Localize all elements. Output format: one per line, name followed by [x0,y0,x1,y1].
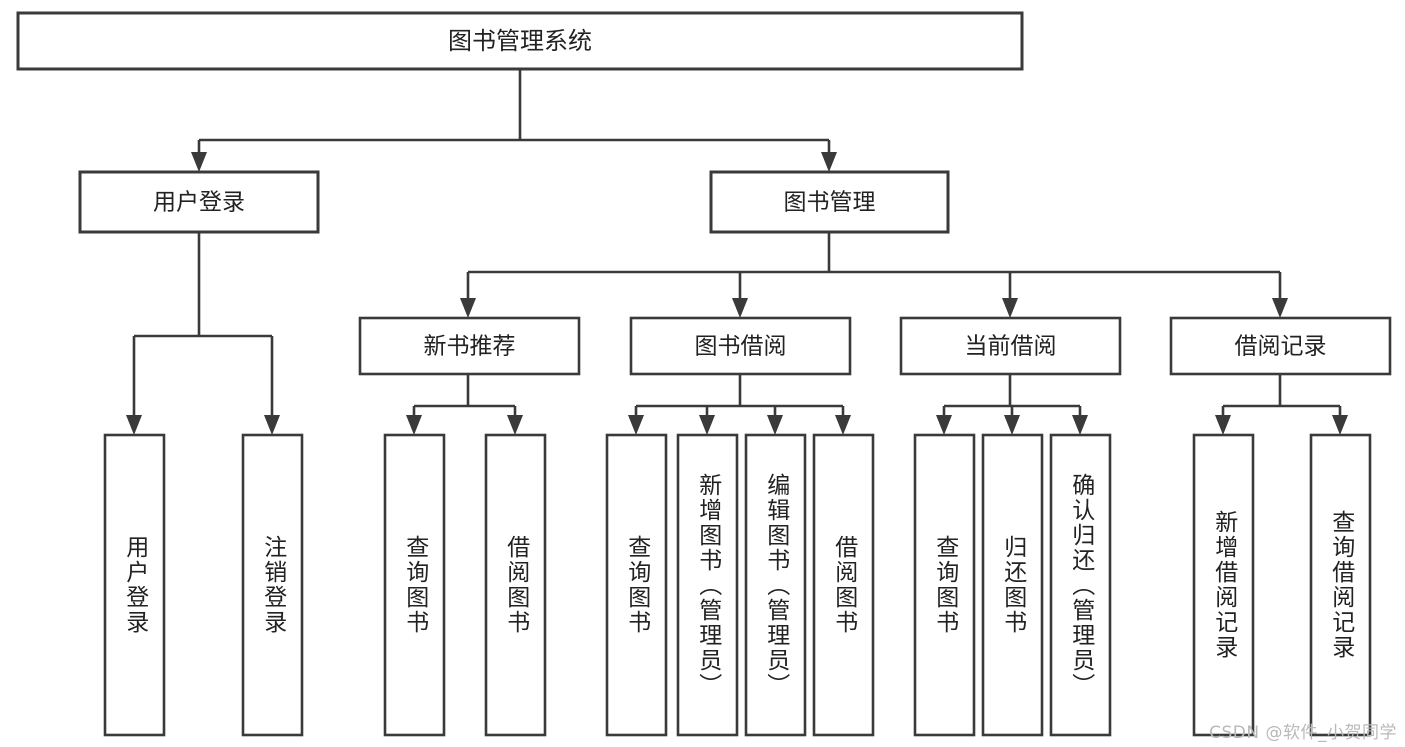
level3-node-box-1[interactable] [629,316,852,376]
level3-node-box-2[interactable] [899,316,1122,376]
leaf-node-box-7[interactable] [812,433,875,737]
leaf-node-box-0[interactable] [103,433,166,737]
root-node-label: 图书管理系统 [448,27,592,55]
connector-lines-group [126,69,1348,435]
level3-node-label-1: 图书借阅 [695,334,787,360]
level2-node-box-1[interactable] [709,170,950,234]
arrow-head-icon [1002,298,1018,318]
arrow-head-icon [767,415,783,435]
arrow-head-icon [936,415,952,435]
leaf-node-box-4[interactable] [605,433,668,737]
arrow-head-icon [191,152,207,172]
arrow-head-icon [1072,415,1088,435]
level3-node-box-3[interactable] [1169,316,1392,376]
arrow-head-icon [732,298,748,318]
root-node-box[interactable] [16,11,1024,71]
level3-node-box-0[interactable] [358,316,581,376]
csdn-watermark: CSDN @软件_小贺同学 [1209,723,1397,743]
leaf-node-box-10[interactable] [1049,433,1112,737]
arrow-head-icon [835,415,851,435]
level2-node-label-0: 用户登录 [153,190,245,216]
arrow-head-icon [507,415,523,435]
level2-node-label-1: 图书管理 [784,190,876,216]
level3-node-label-3: 借阅记录 [1235,334,1327,360]
leaf-node-box-5[interactable] [676,433,739,737]
leaf-node-box-2[interactable] [383,433,446,737]
arrow-head-icon [628,415,644,435]
leaf-node-box-8[interactable] [913,433,976,737]
leaf-node-box-6[interactable] [744,433,807,737]
arrow-head-icon [406,415,422,435]
arrow-head-icon [1004,415,1020,435]
leaf-node-box-11[interactable] [1192,433,1255,737]
arrow-head-icon [460,298,476,318]
arrow-head-icon [821,152,837,172]
arrow-head-icon [1215,415,1231,435]
leaf-node-box-3[interactable] [484,433,547,737]
arrow-head-icon [699,415,715,435]
leaf-node-box-12[interactable] [1309,433,1372,737]
arrow-head-icon [264,415,280,435]
arrow-head-icon [1332,415,1348,435]
level2-node-box-0[interactable] [78,170,320,234]
node-boxes-group [16,11,1392,737]
leaf-node-box-9[interactable] [981,433,1044,737]
level3-node-label-0: 新书推荐 [424,334,516,360]
arrow-head-icon [126,415,142,435]
arrow-head-icon [1272,298,1288,318]
leaf-node-box-1[interactable] [241,433,304,737]
level3-node-label-2: 当前借阅 [965,334,1057,360]
